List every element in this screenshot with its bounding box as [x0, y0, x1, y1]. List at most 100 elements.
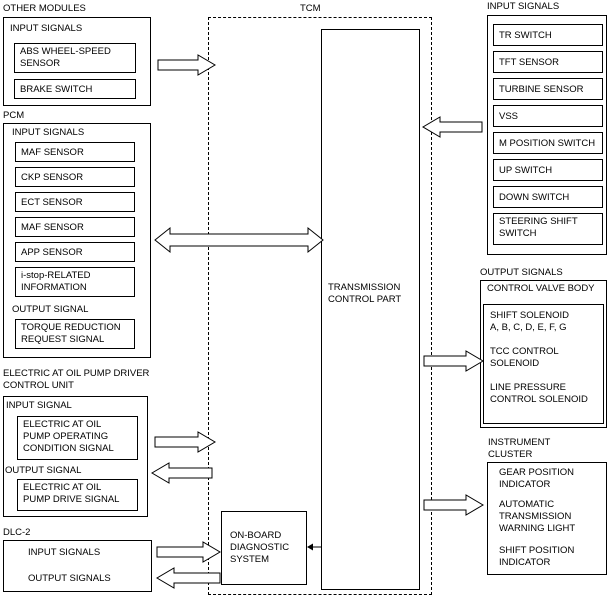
output-signals-title: OUTPUT SIGNALS	[480, 267, 563, 278]
at-warning-line-2: TRANSMISSION	[499, 511, 572, 522]
tcm-boundary	[208, 17, 432, 595]
input-signals-to-tcm-arrow	[422, 116, 483, 138]
condition-line-2: PUMP OPERATING	[23, 431, 109, 442]
shift-solenoid-line-1: SHIFT SOLENOID	[490, 310, 570, 321]
pcm-input-label: MAF SENSOR	[21, 147, 84, 158]
pcm-maf-sensor-2-box: MAF SENSOR	[15, 217, 135, 237]
abs-wheel-speed-sensor-box: ABS WHEEL-SPEED SENSOR	[14, 43, 136, 73]
pcm-input-label: APP SENSOR	[21, 247, 83, 258]
input-signals-title: INPUT SIGNALS	[487, 1, 560, 12]
dlc-input-label: INPUT SIGNALS	[28, 547, 101, 558]
vss-box: VSS	[493, 105, 603, 127]
dlc-output-label: OUTPUT SIGNALS	[28, 573, 111, 584]
tft-sensor-box: TFT SENSOR	[493, 51, 603, 73]
steering-shift-switch-box: STEERING SHIFT SWITCH	[493, 213, 603, 245]
pcm-istop-box: i-stop-RELATED INFORMATION	[15, 267, 135, 297]
shift-solenoid-line-2: A, B, C, D, E, F, G	[490, 322, 567, 333]
instrument-cluster-group: GEAR POSITION INDICATOR AUTOMATIC TRANSM…	[487, 462, 607, 575]
instrument-cluster-title-2: CLUSTER	[488, 449, 533, 460]
shift-position-line-2: INDICATOR	[499, 557, 551, 568]
pcm-input-label: MAF SENSOR	[21, 222, 84, 233]
istop-line-2: INFORMATION	[21, 282, 87, 293]
other-modules-to-tcm-arrow	[157, 54, 216, 76]
condition-line-1: ELECTRIC AT OIL	[23, 419, 102, 430]
instrument-cluster-title-1: INSTRUMENT	[488, 437, 551, 448]
shift-position-line-1: SHIFT POSITION	[499, 545, 575, 556]
pcm-title: PCM	[3, 110, 25, 121]
transmission-control-part: TRANSMISSION CONTROL PART	[321, 29, 420, 590]
gear-position-line-1: GEAR POSITION	[499, 467, 574, 478]
tcm-title: TCM	[300, 3, 321, 14]
dlc-title: DLC-2	[3, 527, 31, 538]
oil-pump-drive-box: ELECTRIC AT OIL PUMP DRIVE SIGNAL	[17, 479, 138, 511]
other-modules-input-title: INPUT SIGNALS	[10, 23, 83, 34]
obd-line-2: DIAGNOSTIC	[230, 542, 290, 553]
input-signal-label: TR SWITCH	[499, 30, 552, 41]
brake-switch-label: BRAKE SWITCH	[20, 84, 93, 95]
line-pressure-line-2: CONTROL SOLENOID	[490, 394, 588, 405]
control-part-line-1: TRANSMISSION	[328, 282, 401, 293]
down-switch-box: DOWN SWITCH	[493, 186, 603, 208]
up-switch-box: UP SWITCH	[493, 159, 603, 181]
line-pressure-line-1: LINE PRESSURE	[490, 382, 567, 393]
oil-pump-group: INPUT SIGNAL ELECTRIC AT OIL PUMP OPERAT…	[3, 396, 148, 517]
oil-pump-title-2: CONTROL UNIT	[3, 380, 74, 391]
output-signals-group: CONTROL VALVE BODY SHIFT SOLENOID A, B, …	[480, 280, 607, 428]
drive-line-1: ELECTRIC AT OIL	[23, 482, 102, 493]
pcm-maf-sensor-box: MAF SENSOR	[15, 142, 135, 162]
control-part-line-2: CONTROL PART	[328, 294, 402, 305]
gear-position-line-2: INDICATOR	[499, 479, 551, 490]
steering-line-1: STEERING SHIFT	[499, 216, 578, 227]
input-signal-label: DOWN SWITCH	[499, 192, 570, 203]
on-board-diagnostic-system: ON-BOARD DIAGNOSTIC SYSTEM	[221, 511, 307, 585]
brake-switch-box: BRAKE SWITCH	[14, 79, 136, 99]
pcm-app-sensor-box: APP SENSOR	[15, 242, 135, 262]
pcm-output-title: OUTPUT SIGNAL	[12, 304, 89, 315]
dlc-group: INPUT SIGNALS OUTPUT SIGNALS	[3, 540, 152, 592]
drive-line-2: PUMP DRIVE SIGNAL	[23, 494, 120, 505]
other-modules-group: INPUT SIGNALS ABS WHEEL-SPEED SENSOR BRA…	[3, 17, 151, 106]
tcc-line-2: SOLENOID	[490, 358, 540, 369]
oil-pump-condition-box: ELECTRIC AT OIL PUMP OPERATING CONDITION…	[17, 416, 138, 460]
control-valve-body-box: SHIFT SOLENOID A, B, C, D, E, F, G TCC C…	[483, 304, 604, 424]
abs-line-1: ABS WHEEL-SPEED	[20, 46, 111, 57]
tcm-to-instrument-cluster-arrow	[423, 494, 484, 516]
steering-line-2: SWITCH	[499, 228, 537, 239]
input-signal-label: TFT SENSOR	[499, 57, 559, 68]
dlc-input-arrow	[156, 541, 221, 563]
dlc-output-arrow	[156, 567, 221, 589]
other-modules-title: OTHER MODULES	[3, 3, 86, 14]
pcm-ckp-sensor-box: CKP SENSOR	[15, 167, 135, 187]
control-valve-body-title: CONTROL VALVE BODY	[487, 283, 595, 294]
torque-line-1: TORQUE REDUCTION	[21, 322, 121, 333]
input-signal-label: M POSITION SWITCH	[499, 138, 596, 149]
torque-reduction-box: TORQUE REDUCTION REQUEST SIGNAL	[15, 319, 135, 349]
control-part-to-obd-arrowhead	[307, 543, 313, 551]
tcm-to-output-signals-arrow	[423, 350, 484, 372]
input-signal-label: TURBINE SENSOR	[499, 84, 584, 95]
pcm-input-label: ECT SENSOR	[21, 197, 83, 208]
input-signal-label: VSS	[499, 111, 519, 122]
turbine-sensor-box: TURBINE SENSOR	[493, 78, 603, 100]
input-signal-label: UP SWITCH	[499, 165, 553, 176]
oil-pump-input-title: INPUT SIGNAL	[6, 400, 72, 411]
condition-line-3: CONDITION SIGNAL	[23, 443, 114, 454]
pcm-group: INPUT SIGNALS MAF SENSOR CKP SENSOR ECT …	[3, 123, 151, 358]
pcm-ect-sensor-box: ECT SENSOR	[15, 192, 135, 212]
abs-line-2: SENSOR	[20, 58, 61, 69]
input-signals-group: TR SWITCH TFT SENSOR TURBINE SENSOR VSS …	[487, 15, 607, 255]
at-warning-line-3: WARNING LIGHT	[499, 523, 576, 534]
oil-pump-output-arrow	[151, 462, 213, 484]
m-position-switch-box: M POSITION SWITCH	[493, 132, 603, 154]
at-warning-line-1: AUTOMATIC	[499, 499, 555, 510]
oil-pump-input-arrow	[154, 431, 216, 453]
tcc-line-1: TCC CONTROL	[490, 346, 559, 357]
tr-switch-box: TR SWITCH	[493, 24, 603, 46]
obd-line-1: ON-BOARD	[230, 530, 282, 541]
oil-pump-title-1: ELECTRIC AT OIL PUMP DRIVER	[3, 368, 150, 379]
oil-pump-output-title: OUTPUT SIGNAL	[5, 465, 82, 476]
obd-line-3: SYSTEM	[230, 554, 270, 565]
pcm-input-label: CKP SENSOR	[21, 172, 84, 183]
torque-line-2: REQUEST SIGNAL	[21, 334, 105, 345]
